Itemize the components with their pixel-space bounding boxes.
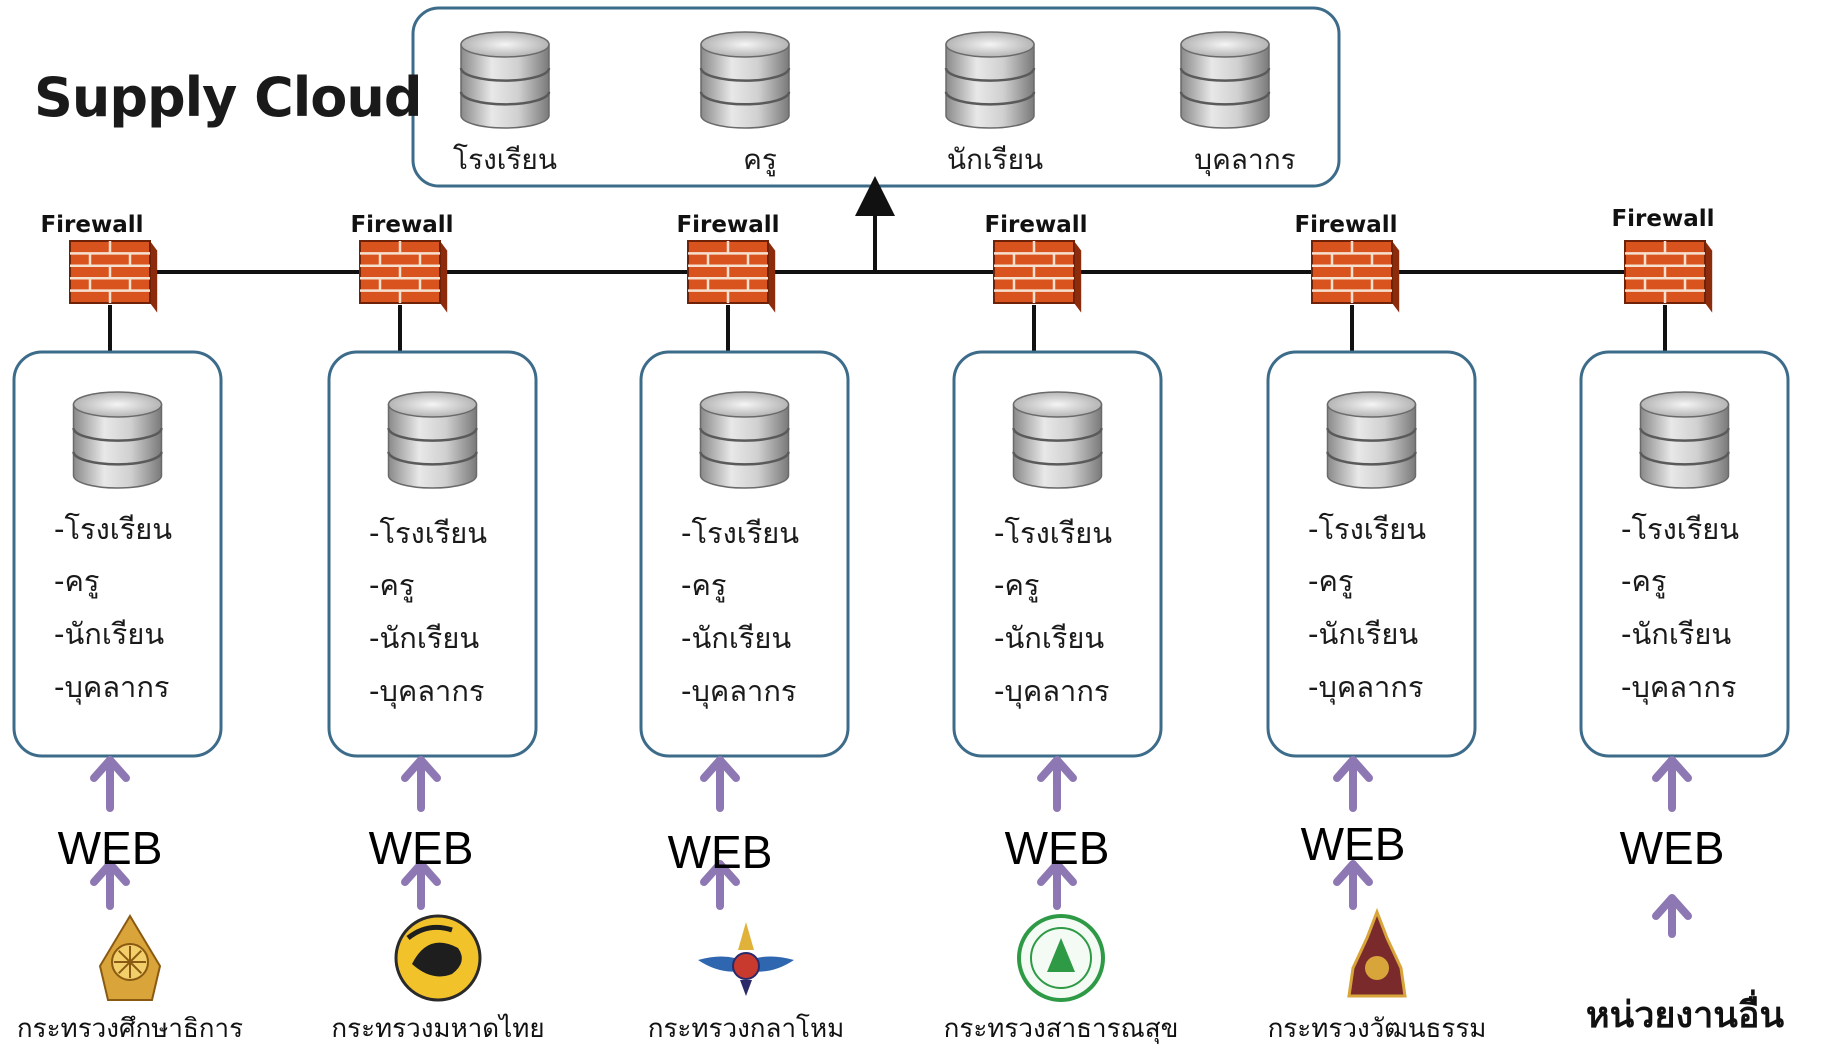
department-box bbox=[1579, 350, 1790, 758]
up-arrow-icon bbox=[700, 756, 740, 812]
department-item: -นักเรียน bbox=[369, 621, 480, 655]
department-item: -ครู bbox=[369, 568, 415, 602]
up-arrow-icon bbox=[1333, 860, 1373, 910]
ministry-of-public-health-seal-icon bbox=[1017, 914, 1105, 1002]
firewall-label: Firewall bbox=[1294, 212, 1398, 238]
firewall-icon bbox=[69, 240, 158, 313]
database-icon bbox=[387, 391, 478, 489]
web-label: WEB bbox=[57, 822, 163, 874]
database-icon bbox=[459, 31, 551, 129]
up-arrow-icon bbox=[1652, 756, 1692, 812]
firewall-label: Firewall bbox=[1611, 206, 1715, 232]
up-arrow-icon bbox=[1037, 860, 1077, 910]
firewall-label: Firewall bbox=[676, 212, 780, 238]
up-arrow-icon bbox=[401, 756, 441, 812]
department-item: -นักเรียน bbox=[54, 617, 165, 651]
firewall-label: Firewall bbox=[40, 212, 144, 238]
up-arrow-icon bbox=[401, 860, 441, 910]
cloud-label: บุคลากร bbox=[1194, 143, 1296, 176]
ministry-name: กระทรวงศึกษาธิการ bbox=[16, 1014, 244, 1044]
ministry-of-interior-seal-icon bbox=[394, 914, 482, 1002]
web-label: WEB bbox=[667, 826, 773, 878]
database-icon bbox=[72, 391, 163, 489]
database-icon bbox=[1012, 391, 1103, 489]
department-box bbox=[1266, 350, 1477, 758]
ministry-of-defence-emblem-icon bbox=[698, 922, 794, 996]
up-arrow-icon bbox=[90, 756, 130, 812]
department-item: -ครู bbox=[1621, 564, 1667, 598]
department-item: -ครู bbox=[681, 568, 727, 602]
department-item: -ครู bbox=[1308, 564, 1354, 598]
database-icon bbox=[699, 391, 790, 489]
department-item: -โรงเรียน bbox=[1308, 512, 1427, 546]
department-box bbox=[12, 350, 223, 758]
ministry-name: กระทรวงสาธารณสุข bbox=[943, 1014, 1179, 1044]
department-item: -โรงเรียน bbox=[54, 512, 173, 546]
firewall-icon bbox=[687, 240, 776, 313]
department-item: -นักเรียน bbox=[681, 621, 792, 655]
department-item: -โรงเรียน bbox=[681, 516, 800, 550]
up-arrow-icon bbox=[1333, 756, 1373, 812]
firewall-label: Firewall bbox=[350, 212, 454, 238]
database-icon bbox=[1326, 391, 1417, 489]
department-item: -ครู bbox=[54, 564, 100, 598]
department-box bbox=[327, 350, 538, 758]
department-item: -นักเรียน bbox=[1308, 617, 1419, 651]
web-label: WEB bbox=[1004, 822, 1110, 874]
department-box bbox=[952, 350, 1163, 758]
firewall-icon bbox=[1311, 240, 1400, 313]
department-box bbox=[639, 350, 850, 758]
up-arrow-icon bbox=[1652, 894, 1692, 938]
department-item: -บุคลากร bbox=[54, 670, 170, 704]
web-label: WEB bbox=[368, 822, 474, 874]
database-icon bbox=[699, 31, 791, 129]
firewall-icon bbox=[359, 240, 448, 313]
ministry-name: กระทรวงมหาดไทย bbox=[331, 1014, 545, 1044]
department-item: -บุคลากร bbox=[1621, 670, 1737, 704]
department-item: -นักเรียน bbox=[994, 621, 1105, 655]
department-item: -โรงเรียน bbox=[369, 516, 488, 550]
cloud-label: ครู bbox=[743, 143, 777, 176]
up-arrow-icon bbox=[1037, 756, 1077, 812]
database-icon bbox=[944, 31, 1036, 129]
database-icon bbox=[1639, 391, 1730, 489]
department-item: -บุคลากร bbox=[369, 674, 485, 708]
firewall-icon bbox=[1624, 240, 1713, 313]
department-item: -บุคลากร bbox=[681, 674, 797, 708]
department-item: -โรงเรียน bbox=[994, 516, 1113, 550]
firewall-icon bbox=[993, 240, 1082, 313]
web-label: WEB bbox=[1300, 818, 1406, 870]
cloud-label: โรงเรียน bbox=[453, 143, 557, 176]
ministry-of-education-seal-icon bbox=[98, 914, 162, 1001]
ministry-name: กระทรวงกลาโหม bbox=[647, 1014, 845, 1044]
department-item: -บุคลากร bbox=[1308, 670, 1424, 704]
diagram-title: Supply Cloud bbox=[34, 66, 422, 129]
up-arrow-icon bbox=[700, 860, 740, 910]
department-item: -โรงเรียน bbox=[1621, 512, 1740, 546]
department-item: -นักเรียน bbox=[1621, 617, 1732, 651]
ministry-name: หน่วยงานอื่น bbox=[1585, 995, 1785, 1036]
firewall-label: Firewall bbox=[984, 212, 1088, 238]
ministry-name: กระทรวงวัฒนธรรม bbox=[1267, 1014, 1487, 1044]
web-label: WEB bbox=[1619, 822, 1725, 874]
department-item: -บุคลากร bbox=[994, 674, 1110, 708]
department-item: -ครู bbox=[994, 568, 1040, 602]
ministry-of-culture-seal-icon bbox=[1347, 907, 1407, 998]
database-icon bbox=[1179, 31, 1271, 129]
up-arrow-icon bbox=[90, 860, 130, 910]
cloud-label: นักเรียน bbox=[946, 143, 1044, 176]
